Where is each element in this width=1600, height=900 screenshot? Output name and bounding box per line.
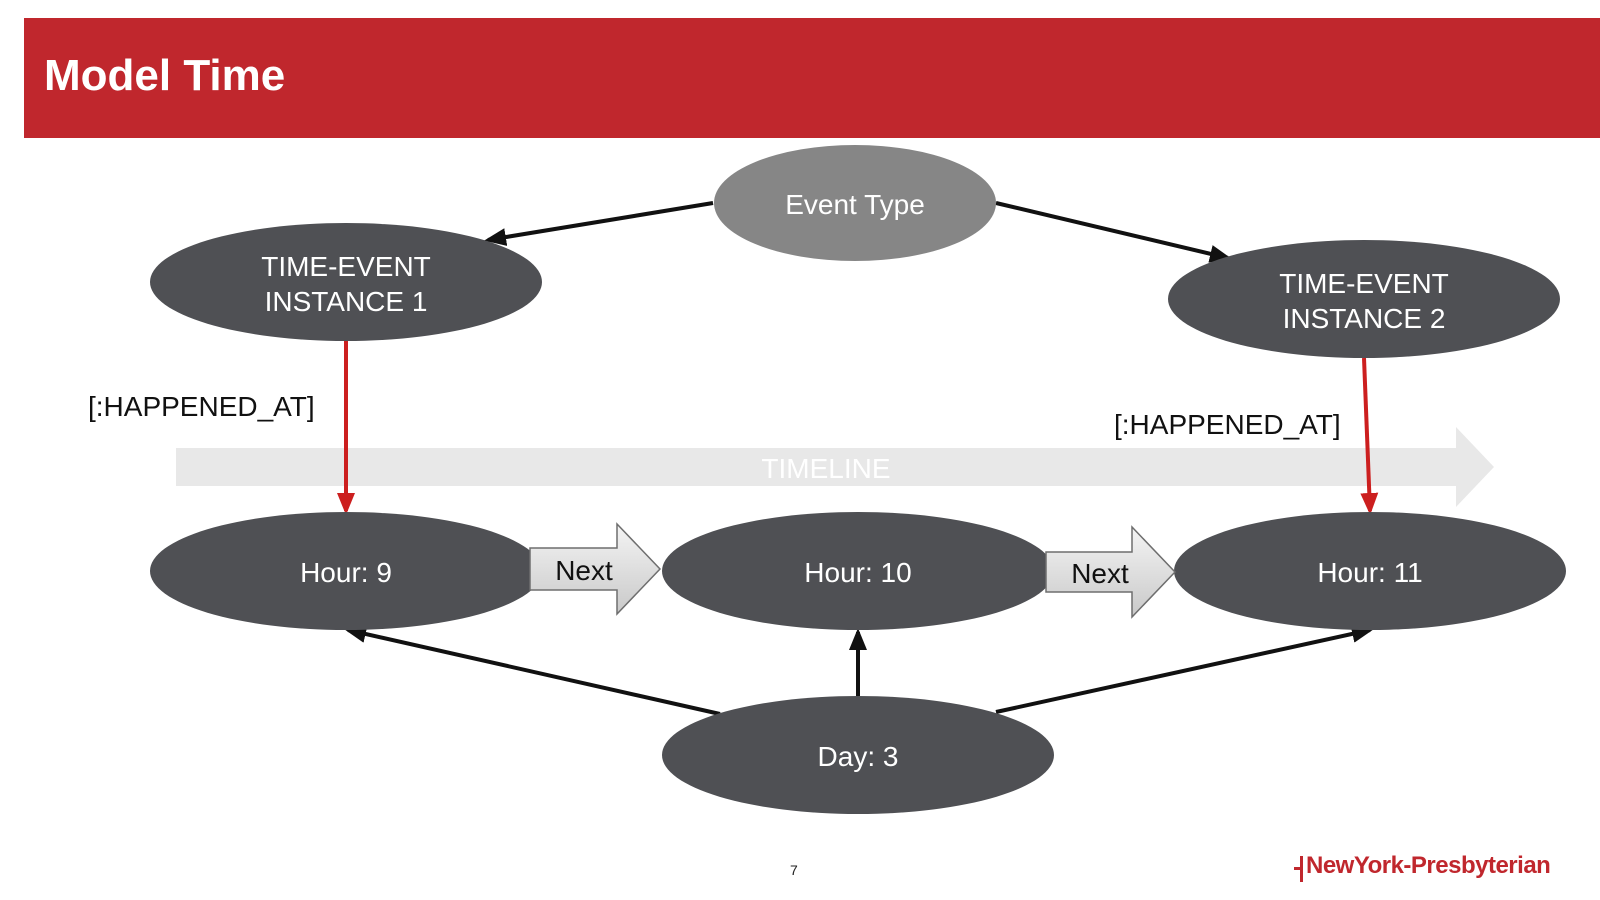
node-hour-11: Hour: 11 xyxy=(1174,512,1566,630)
happened-at-label-1: [:HAPPENED_AT] xyxy=(88,391,315,422)
node-event-type: Event Type xyxy=(714,145,996,261)
edge-day3-to-hour9 xyxy=(344,625,721,716)
timeline-arrow xyxy=(176,427,1494,507)
node-time-event-instance-1: TIME-EVENT INSTANCE 1 xyxy=(150,223,542,341)
timeline-label: TIMELINE xyxy=(761,453,890,484)
next-arrow-1-label: Next xyxy=(555,555,613,586)
node-instance-1-line-2: INSTANCE 1 xyxy=(265,286,428,317)
logo-text: NewYork-Presbyterian xyxy=(1306,852,1551,879)
edge-day3-to-hour11 xyxy=(995,625,1374,714)
node-hour-9: Hour: 9 xyxy=(150,512,542,630)
logo-mark-icon xyxy=(1294,856,1303,882)
node-time-event-instance-2: TIME-EVENT INSTANCE 2 xyxy=(1168,240,1560,358)
node-event-type-label: Event Type xyxy=(785,189,925,220)
slide-title: Model Time xyxy=(44,51,286,100)
edge-eventtype-to-instance1 xyxy=(484,201,714,246)
node-hour-11-label: Hour: 11 xyxy=(1317,557,1422,588)
node-hour-10-label: Hour: 10 xyxy=(804,557,911,588)
node-day-3-label: Day: 3 xyxy=(818,741,899,772)
newyork-presbyterian-logo: NewYork-Presbyterian xyxy=(1294,852,1564,886)
next-arrow-2: Next xyxy=(1045,525,1177,619)
next-arrow-2-label: Next xyxy=(1071,558,1129,589)
edge-eventtype-to-instance2 xyxy=(995,201,1232,263)
node-hour-9-label: Hour: 9 xyxy=(300,557,392,588)
node-hour-10: Hour: 10 xyxy=(662,512,1054,630)
node-instance-2-line-2: INSTANCE 2 xyxy=(1283,303,1446,334)
node-instance-1-line-1: TIME-EVENT xyxy=(261,251,431,282)
happened-at-label-2: [:HAPPENED_AT] xyxy=(1114,409,1341,440)
edge-instance2-happened-at xyxy=(1360,357,1379,515)
node-day-3: Day: 3 xyxy=(662,696,1054,814)
page-number: 7 xyxy=(790,862,798,878)
node-instance-2-line-1: TIME-EVENT xyxy=(1279,268,1449,299)
title-bar: Model Time xyxy=(24,18,1600,138)
next-arrow-1: Next xyxy=(529,522,662,616)
